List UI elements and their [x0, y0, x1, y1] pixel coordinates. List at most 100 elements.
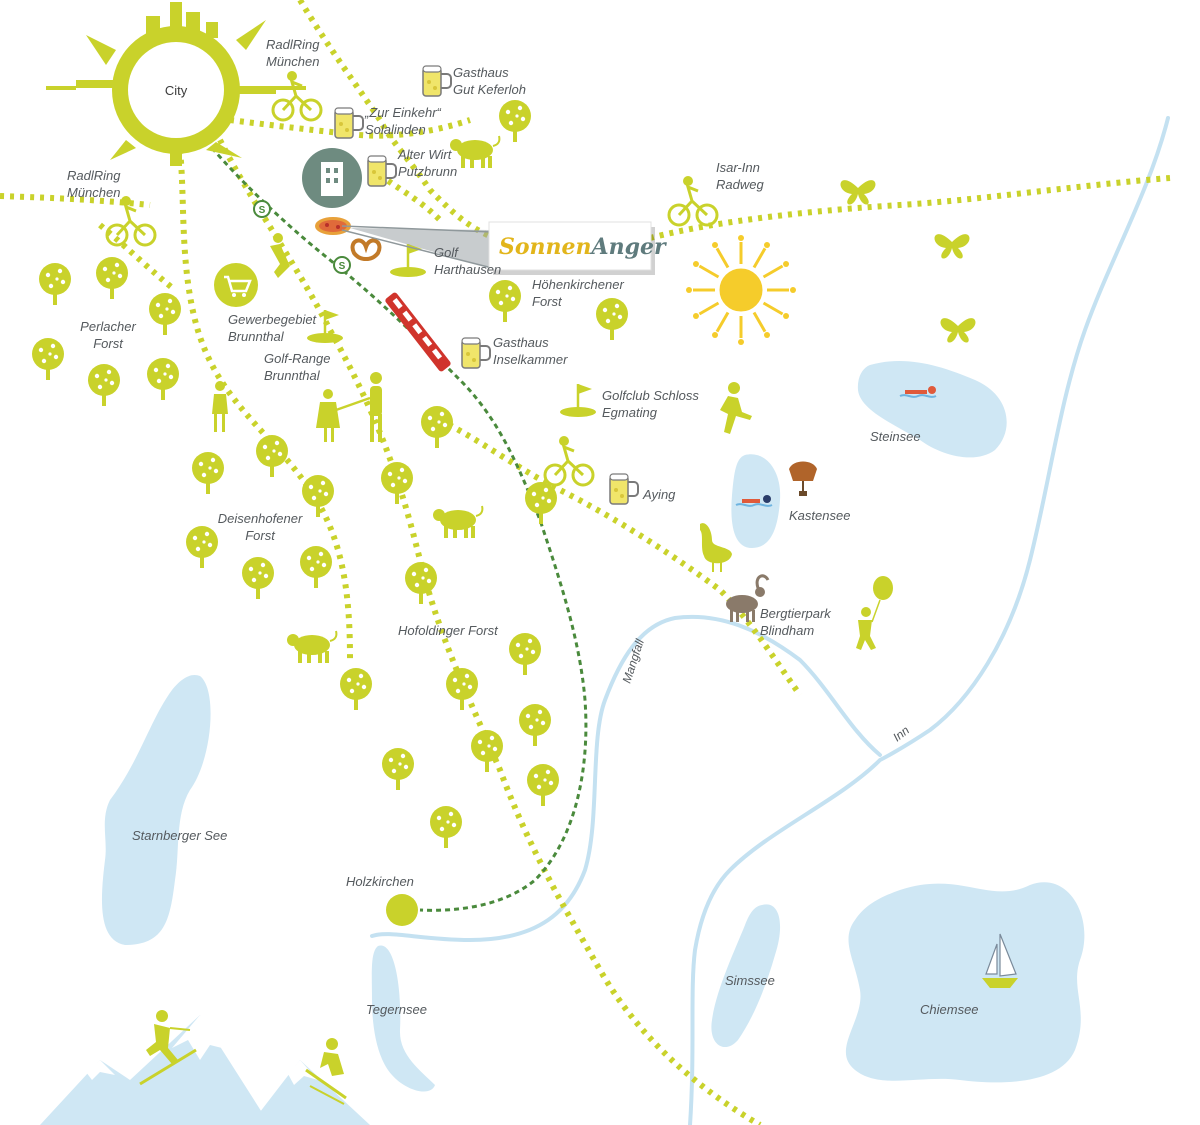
mountain-icon: [40, 1015, 370, 1125]
tree-icon: [147, 358, 179, 400]
walker-icon: [212, 381, 228, 432]
place-label-simssee: Simssee: [725, 973, 775, 988]
mangfall-river: [370, 614, 882, 943]
inn-river: [688, 116, 1170, 1125]
city-label: City: [165, 83, 188, 98]
place-label-holzkirchen: Holzkirchen: [346, 874, 414, 889]
sbahn-station-icon: S: [253, 200, 271, 218]
cyclist-icon: [543, 434, 595, 487]
sbahn-station-icon: S: [333, 256, 351, 274]
sailboat-icon: [982, 933, 1018, 988]
water-bodies: [101, 360, 1085, 1092]
tree-icon: [596, 298, 628, 340]
tree-icon: [88, 364, 120, 406]
forests: [32, 100, 628, 848]
swimmer-icon: [899, 386, 937, 398]
runner-icon: [720, 382, 752, 434]
golf-flag-icon: [388, 242, 428, 279]
saddle-icon: [789, 461, 817, 496]
tree-icon: [471, 730, 503, 772]
place-label-zur-einkehr: „Zur Einkehr“Solalinden: [364, 105, 442, 137]
beer-mug-icon: [422, 65, 452, 97]
butterfly-icon: [940, 318, 976, 343]
tree-icon: [192, 452, 224, 494]
tree-icon: [96, 257, 128, 299]
golf-flag-icon: [558, 382, 598, 419]
train-icon: [385, 292, 451, 372]
sledder-icon: [305, 1038, 347, 1105]
place-label-aying: Aying: [642, 487, 676, 502]
steinsee-lake: [857, 360, 1007, 458]
shopping-cart-icon: [214, 263, 258, 307]
beer-mug-icon: [609, 473, 639, 505]
tree-icon: [302, 475, 334, 517]
cyclist-icon: [271, 69, 323, 122]
starnberger-see-lake: [101, 674, 211, 945]
place-label-tegernsee: Tegernsee: [366, 1002, 427, 1017]
cow-icon: [286, 630, 338, 664]
skater-icon: [270, 233, 290, 278]
city-skyline-icon: City: [46, 2, 306, 166]
ibex-icon: [726, 574, 770, 622]
tree-icon: [519, 704, 551, 746]
tree-icon: [381, 462, 413, 504]
swimmer-icon: [735, 495, 773, 507]
tree-icon: [149, 293, 181, 335]
butterfly-icon: [934, 234, 970, 259]
tree-icon: [300, 546, 332, 588]
tree-icon: [430, 806, 462, 848]
tree-icon: [242, 557, 274, 599]
place-label-kastensee: Kastensee: [789, 508, 850, 523]
family-icon: [316, 372, 382, 442]
tree-icon: [421, 406, 453, 448]
tree-icon: [382, 748, 414, 790]
tree-icon: [527, 764, 559, 806]
cyclist-icon: [667, 174, 719, 227]
svg-text:S: S: [259, 205, 266, 216]
place-label-hofoldinger: Hofoldinger Forst: [398, 623, 499, 638]
tegernsee-lake: [371, 945, 435, 1092]
tree-icon: [499, 100, 531, 142]
pretzel-icon: [350, 238, 382, 261]
holzkirchen-node: [386, 894, 418, 926]
balloon-child-icon: [856, 576, 893, 650]
tree-icon: [186, 526, 218, 568]
beer-mug-icon: [334, 107, 364, 139]
cow-icon: [432, 505, 484, 539]
chiemsee-lake: [845, 882, 1085, 1083]
sun-icon: [686, 235, 796, 345]
skier-icon: [139, 1010, 197, 1086]
tree-icon: [32, 338, 64, 380]
simssee-lake: [711, 904, 781, 1048]
tree-icon: [39, 263, 71, 305]
rivers: [370, 116, 1170, 1125]
sbahn-line: [210, 147, 588, 912]
tree-icon: [509, 633, 541, 675]
brand-logo: SonnenAnger: [499, 234, 667, 260]
cow-icon: [449, 135, 501, 169]
tree-icon: [489, 280, 521, 322]
tower-icon: [302, 148, 362, 208]
beer-mug-icon: [461, 337, 491, 369]
place-label-starnberger-see: Starnberger See: [132, 828, 227, 843]
tree-icon: [256, 435, 288, 477]
tree-icon: [525, 482, 557, 524]
svg-text:S: S: [339, 261, 346, 272]
goose-icon: [700, 523, 732, 572]
inn-label: Inn: [890, 723, 912, 745]
tree-icon: [405, 562, 437, 604]
sonnenanger-callout[interactable]: SonnenAnger: [341, 221, 667, 275]
